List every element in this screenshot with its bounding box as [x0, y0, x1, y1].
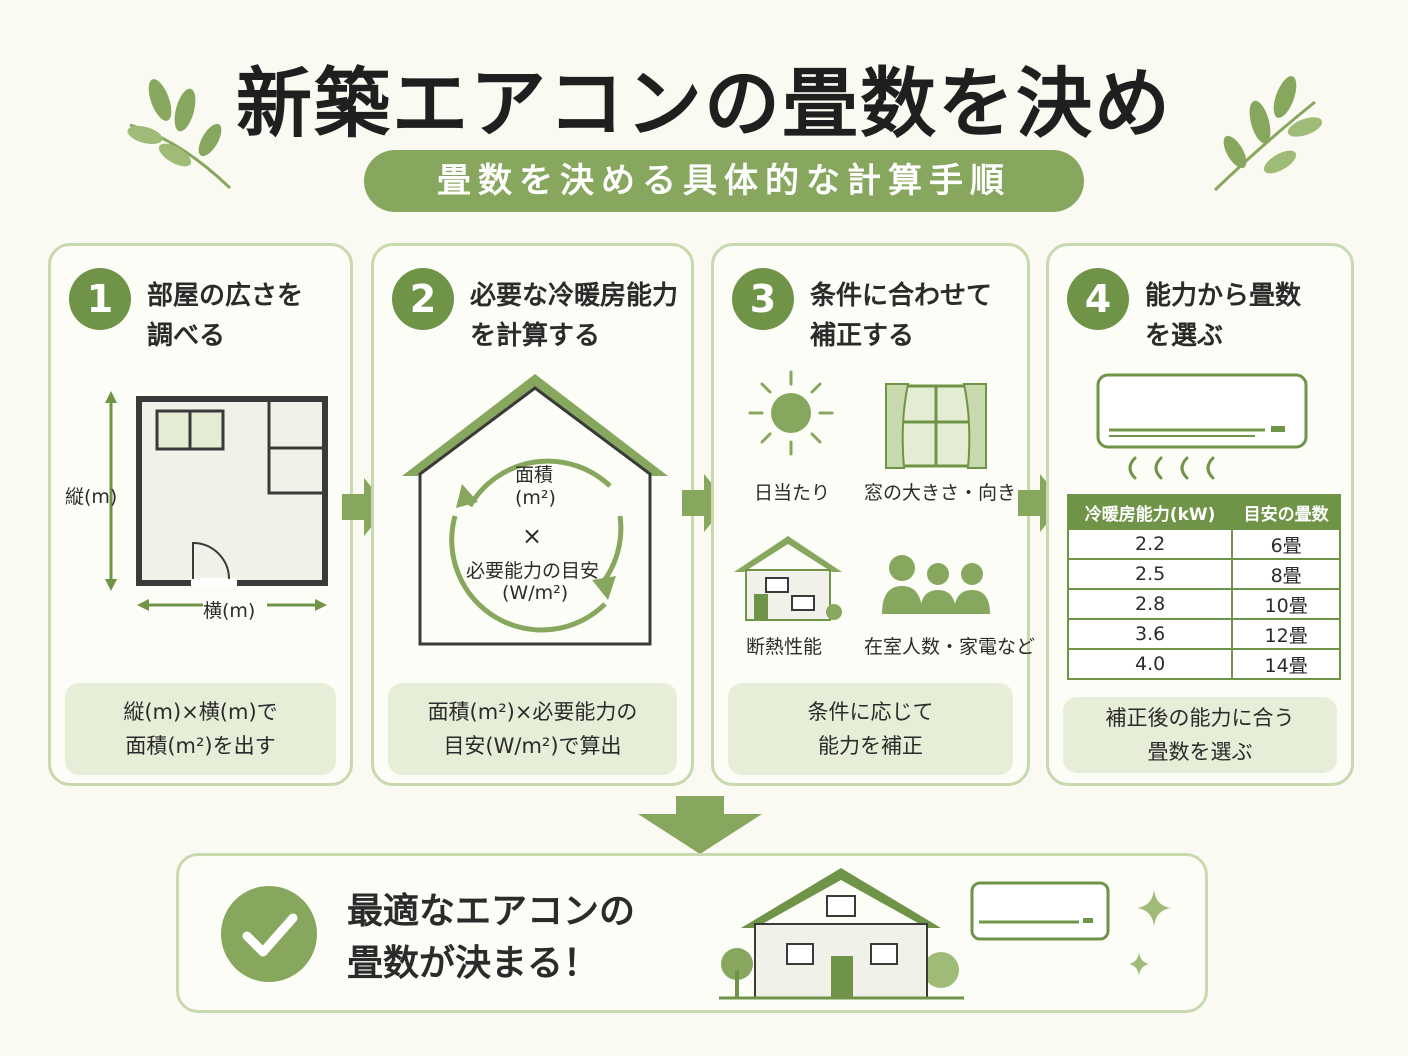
- step-note: 条件に応じて 能力を補正: [728, 683, 1013, 775]
- leaf-left-icon: [127, 79, 232, 190]
- step-title: 必要な冷暖房能力 を計算する: [470, 281, 679, 351]
- vertical-label: 縦(m): [65, 486, 118, 508]
- sun-icon: [748, 370, 834, 456]
- insulation-label: 断熱性能: [746, 636, 823, 658]
- air-conditioner-icon: [1096, 373, 1308, 480]
- people-label: 在室人数・家電など: [864, 636, 1036, 658]
- step-1-card: 1 部屋の広さを 調べる 縦(m) 横(m) 縦(m)×横(m)で 面積(m²)…: [48, 243, 353, 786]
- step-note: 面積(m²)×必要能力の 目安(W/m²)で算出: [388, 683, 677, 775]
- floor-plan-icon: [105, 391, 328, 611]
- step-number: 2: [392, 268, 454, 330]
- arrow-right-icon: [1018, 474, 1064, 532]
- result-text: 最適なエアコンの 畳数が決まる！: [347, 891, 636, 984]
- step-note: 縦(m)×横(m)で 面積(m²)を出す: [65, 683, 336, 775]
- people-icon: [882, 555, 990, 614]
- result-panel: 最適なエアコンの 畳数が決まる！: [176, 853, 1208, 1013]
- table-header: 冷暖房能力(kW): [1066, 494, 1234, 530]
- need-label: 必要能力の目安: [466, 560, 600, 582]
- subtitle-banner: 畳数を決める具体的な計算手順: [364, 150, 1084, 212]
- step-number: 1: [69, 268, 131, 330]
- step-title: 部屋の広さを 調べる: [147, 281, 304, 351]
- sparkle-icon: [1129, 890, 1171, 976]
- times-label: ×: [522, 522, 543, 550]
- air-conditioner-icon: [970, 881, 1110, 941]
- step-3-card: 3 条件に合わせて 補正する 日当たり 窓の大きさ・向き 断熱性能: [711, 243, 1035, 786]
- house-with-trees-icon: [719, 868, 964, 1000]
- step-number: 4: [1067, 268, 1129, 330]
- arrow-right-icon: [342, 478, 388, 536]
- page-title: 新築エアコンの畳数を決め: [236, 59, 1172, 148]
- step-number: 3: [732, 268, 794, 330]
- step-title: 能力から畳数 を選ぶ: [1145, 281, 1302, 351]
- area-label: 面積: [515, 464, 554, 486]
- table-header: 目安の畳数: [1231, 494, 1341, 530]
- sun-label: 日当たり: [754, 482, 831, 504]
- window-label: 窓の大きさ・向き: [864, 482, 1017, 504]
- arrow-right-icon: [682, 474, 728, 532]
- window-icon: [885, 383, 987, 469]
- check-icon: [221, 886, 317, 982]
- leaf-right-icon: [1213, 76, 1323, 192]
- step-2-card: 2 必要な冷暖房能力 を計算する 面積 (m²) × 必要能力の目安 (W/m²…: [371, 243, 694, 786]
- house-cycle-icon: [402, 374, 668, 646]
- step-note: 補正後の能力に合う 畳数を選ぶ: [1063, 697, 1337, 773]
- area-unit-label: (m²): [515, 487, 556, 509]
- arrow-down-icon: [638, 796, 762, 854]
- horizontal-label: 横(m): [203, 600, 256, 622]
- house-icon: [734, 536, 842, 621]
- need-unit-label: (W/m²): [502, 582, 569, 604]
- step-title: 条件に合わせて 補正する: [810, 281, 993, 351]
